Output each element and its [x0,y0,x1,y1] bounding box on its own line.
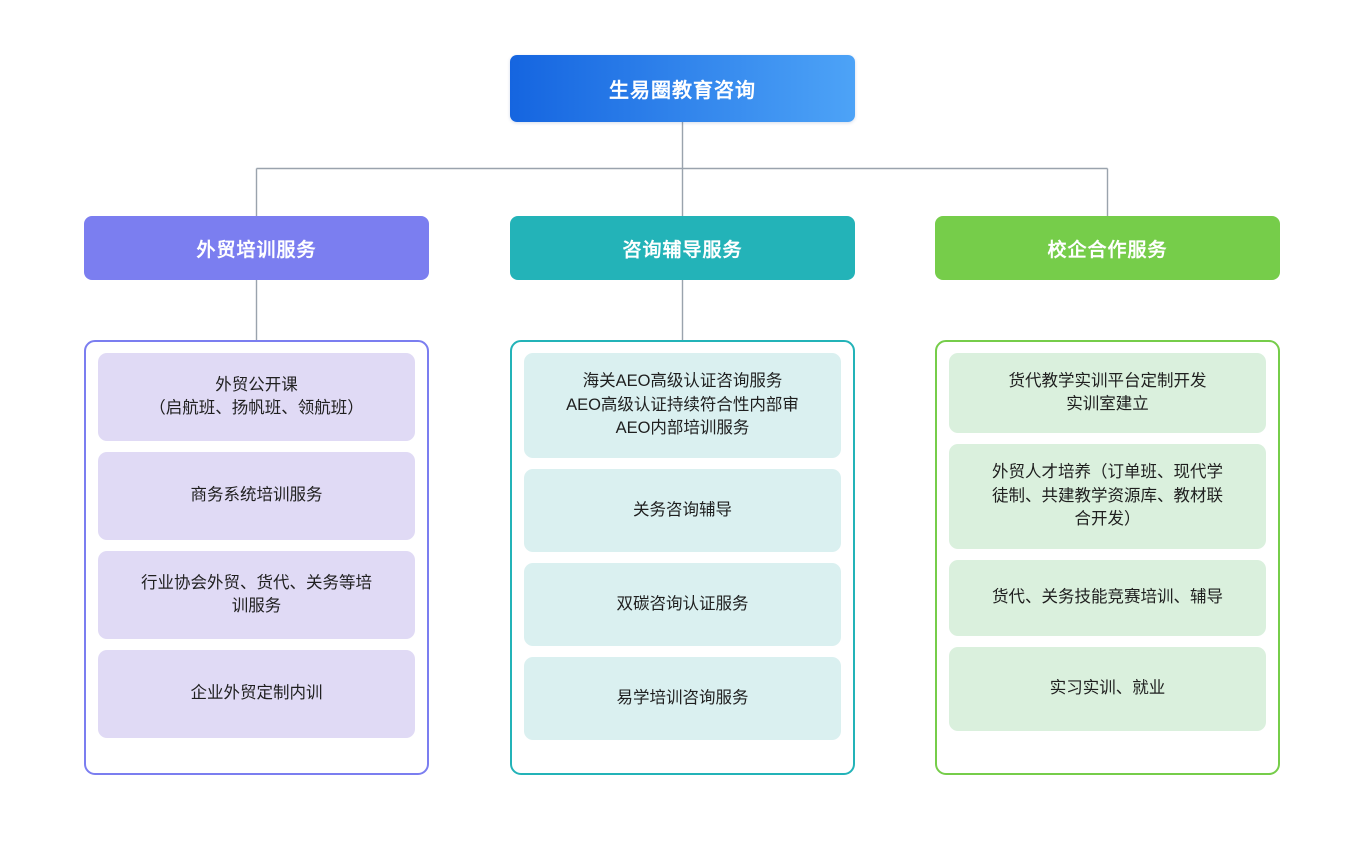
service-card[interactable]: 海关AEO高级认证咨询服务 AEO高级认证持续符合性内部审 AEO内部培训服务 [524,353,841,458]
service-card-label: 双碳咨询认证服务 [616,594,749,613]
service-card-label: 外贸公开课 （启航班、扬帆班、领航班） [149,375,364,417]
service-card-label: 货代、关务技能竞赛培训、辅导 [992,588,1223,607]
service-card[interactable]: 货代、关务技能竞赛培训、辅导 [949,560,1266,636]
service-card[interactable]: 易学培训咨询服务 [524,657,841,740]
service-card[interactable]: 企业外贸定制内训 [98,650,415,738]
service-card-label: 实习实训、就业 [1049,679,1166,698]
service-card[interactable]: 双碳咨询认证服务 [524,563,841,646]
column-panel-waimao-peixun: 外贸公开课 （启航班、扬帆班、领航班） 商务系统培训服务 行业协会外贸、货代、关… [84,340,429,775]
service-card-label: 关务咨询辅导 [633,500,732,519]
column-panel-zixun-fudao: 海关AEO高级认证咨询服务 AEO高级认证持续符合性内部审 AEO内部培训服务 … [510,340,855,775]
service-card-label: 海关AEO高级认证咨询服务 AEO高级认证持续符合性内部审 AEO内部培训服务 [566,372,799,438]
service-card[interactable]: 外贸公开课 （启航班、扬帆班、领航班） [98,353,415,441]
service-card-label: 企业外贸定制内训 [190,684,323,703]
column-panel-xiaoqi-hezuo: 货代教学实训平台定制开发 实训室建立 外贸人才培养（订单班、现代学 徒制、共建教… [935,340,1280,775]
service-card[interactable]: 行业协会外贸、货代、关务等培 训服务 [98,551,415,639]
root-node[interactable]: 生易圈教育咨询 [510,55,855,122]
service-card[interactable]: 实习实训、就业 [949,647,1266,731]
service-card-label: 外贸人才培养（订单班、现代学 徒制、共建教学资源库、教材联 合开发） [992,463,1223,529]
root-node-label: 生易圈教育咨询 [609,80,756,102]
column-header-label: 外贸培训服务 [196,239,317,261]
column-header-waimao-peixun[interactable]: 外贸培训服务 [84,216,429,280]
service-card[interactable]: 关务咨询辅导 [524,469,841,552]
service-card[interactable]: 货代教学实训平台定制开发 实训室建立 [949,353,1266,433]
service-card-label: 商务系统培训服务 [190,486,323,505]
service-card[interactable]: 外贸人才培养（订单班、现代学 徒制、共建教学资源库、教材联 合开发） [949,444,1266,549]
service-card-label: 行业协会外贸、货代、关务等培 训服务 [141,573,372,615]
service-card[interactable]: 商务系统培训服务 [98,452,415,540]
column-header-label: 咨询辅导服务 [622,239,743,261]
service-card-label: 易学培训咨询服务 [616,688,749,707]
column-header-label: 校企合作服务 [1047,239,1168,261]
column-header-zixun-fudao[interactable]: 咨询辅导服务 [510,216,855,280]
column-header-xiaoqi-hezuo[interactable]: 校企合作服务 [935,216,1280,280]
service-card-label: 货代教学实训平台定制开发 实训室建立 [1008,371,1207,413]
